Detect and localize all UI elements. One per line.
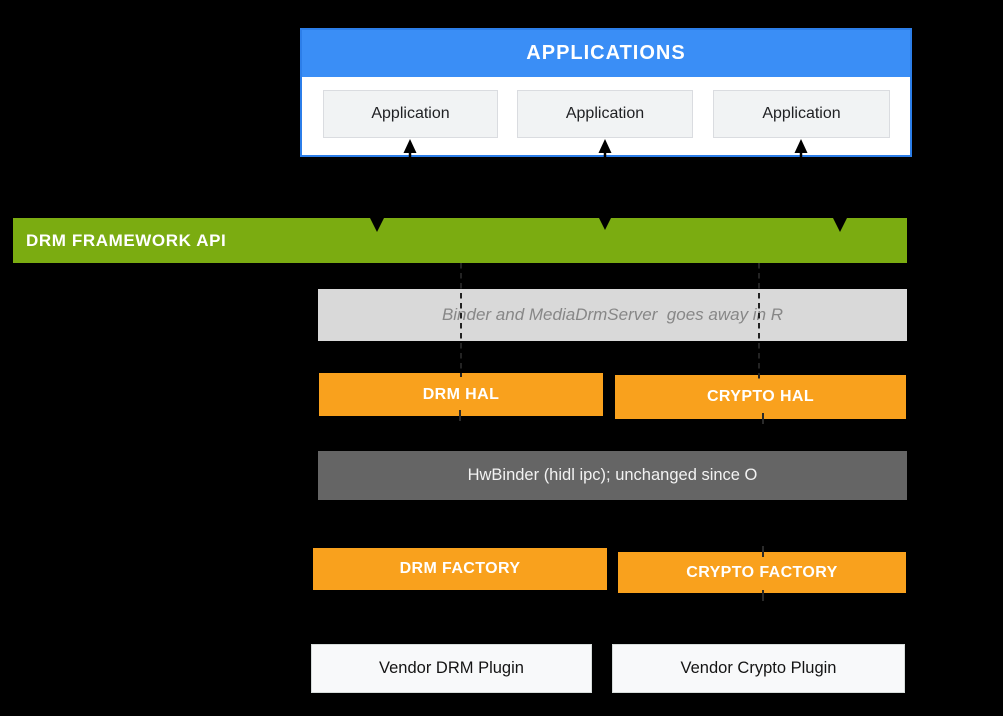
crypto-factory-box: CRYPTO FACTORY <box>618 552 906 593</box>
drm-hal-box: DRM HAL <box>319 373 603 416</box>
hwbinder-bar: HwBinder (hidl ipc); unchanged since O <box>318 451 907 500</box>
application-box-3: Application <box>713 90 890 138</box>
vendor-drm-plugin-box: Vendor DRM Plugin <box>311 644 592 693</box>
applications-panel: APPLICATIONS Application Application App… <box>300 28 912 157</box>
crypto-hal-box: CRYPTO HAL <box>615 375 906 419</box>
drm-framework-api-bar: DRM FRAMEWORK API <box>13 218 907 263</box>
vendor-crypto-plugin-box: Vendor Crypto Plugin <box>612 644 905 693</box>
application-box-1: Application <box>323 90 498 138</box>
applications-header: APPLICATIONS <box>302 30 910 77</box>
application-box-2: Application <box>517 90 693 138</box>
drm-framework-api-label: DRM FRAMEWORK API <box>26 230 227 250</box>
binder-note-bar: Binder and MediaDrmServer goes away in R <box>318 289 907 341</box>
drm-factory-box: DRM FACTORY <box>313 548 607 590</box>
